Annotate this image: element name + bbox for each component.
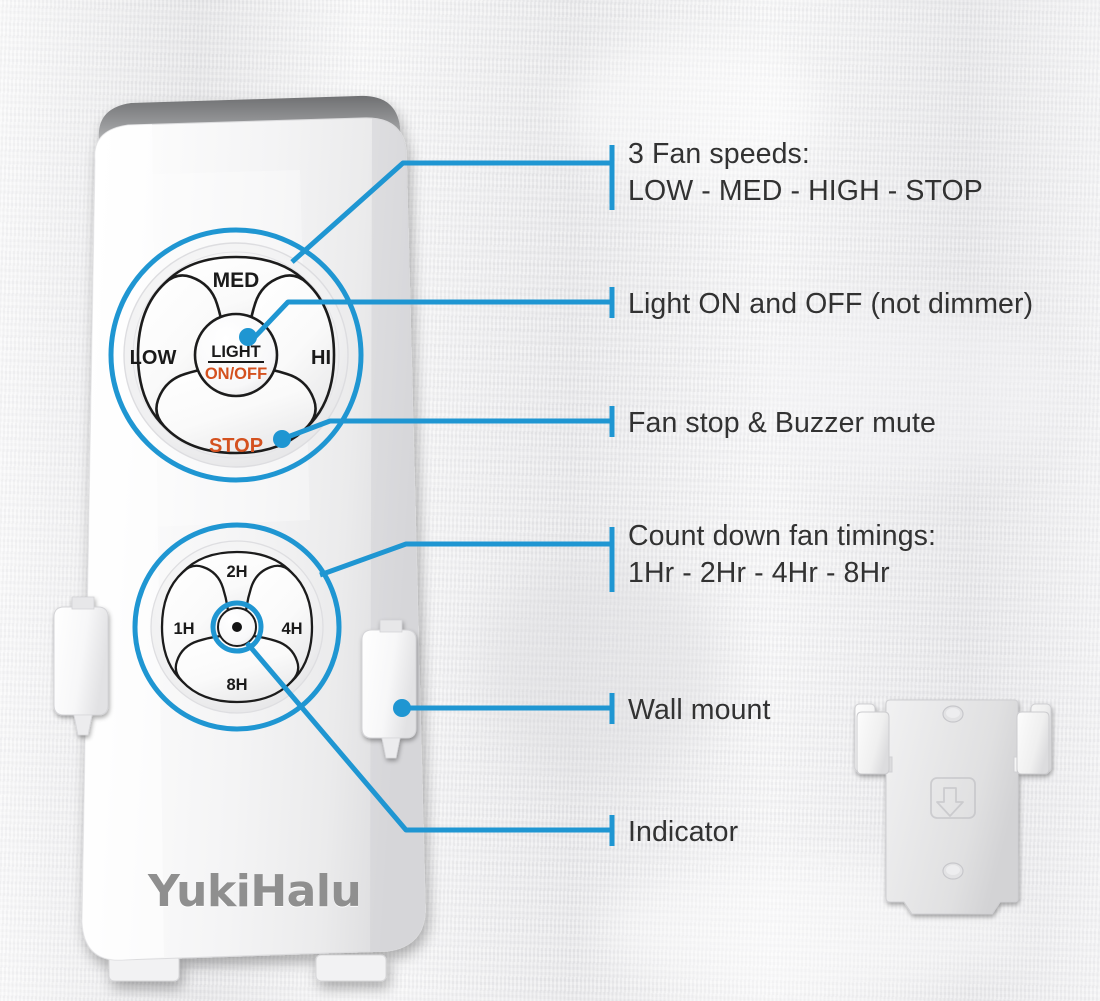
- timer-cluster: 2H 1H 4H 8H: [150, 540, 324, 714]
- remote-clip-left[interactable]: [53, 596, 109, 736]
- callout-origin-dots: [239, 328, 411, 717]
- callout-label-fan-speeds: 3 Fan speeds: LOW - MED - HIGH - STOP: [628, 136, 983, 210]
- callout-label-light: Light ON and OFF (not dimmer): [628, 286, 1033, 323]
- timer-button-2h-label: 2H: [226, 563, 247, 581]
- callout-fan-stop-line1: Fan stop & Buzzer mute: [628, 407, 936, 439]
- timer-button-8h-label: 8H: [226, 676, 247, 694]
- callout-label-indicator: Indicator: [628, 814, 738, 851]
- wall-mount-clip-left[interactable]: [856, 711, 890, 775]
- indicator-led-dot: [232, 622, 242, 632]
- wall-mount-clip-right[interactable]: [1016, 711, 1050, 775]
- leader-line-indicator: [245, 641, 612, 833]
- fan-button-stop-label: STOP: [209, 435, 263, 457]
- callout-light-line1: Light ON and OFF (not dimmer): [628, 288, 1034, 320]
- remote-foot-right: [315, 954, 387, 982]
- leader-line-light: [250, 299, 612, 342]
- remote-clip-right[interactable]: [361, 619, 417, 759]
- callout-timings-line1: Count down fan timings:: [628, 520, 937, 552]
- fan-button-stop[interactable]: STOP: [155, 364, 317, 457]
- callout-label-wall-mount: Wall mount: [628, 692, 770, 729]
- highlight-ring-timer-cluster: [132, 522, 342, 732]
- wall-mount-emblem-icon: [930, 777, 976, 819]
- callout-label-timings: Count down fan timings: 1Hr - 2Hr - 4Hr …: [628, 518, 936, 592]
- fan-speed-cluster: MED LOW HI STOP LIGHT ON/OF: [123, 242, 349, 468]
- origin-dot-wall-mount: [393, 699, 411, 717]
- callout-leader-lines: [108, 160, 612, 833]
- remote-body-group: [81, 95, 426, 982]
- fan-button-med-label: MED: [213, 269, 260, 292]
- brand-wordmark: YukiHalu: [148, 866, 362, 917]
- callout-fan-speeds-line1: 3 Fan speeds:: [628, 138, 810, 170]
- highlight-ring-fan-cluster: [108, 227, 364, 483]
- timer-button-1h-label: 1H: [173, 620, 194, 638]
- fan-button-hi-label: HI: [311, 347, 331, 369]
- callout-indicator-line1: Indicator: [628, 816, 739, 848]
- leader-line-fan-speeds: [290, 160, 612, 264]
- leader-line-fan-stop: [284, 418, 612, 441]
- fan-cluster-pad-inner-ring: [132, 251, 340, 459]
- origin-dot-light: [239, 328, 257, 346]
- fan-button-low-label: LOW: [130, 347, 177, 369]
- highlight-ring-indicator: [210, 600, 264, 654]
- wall-mount-plate: [885, 699, 1019, 915]
- remote-right-shade: [362, 117, 426, 952]
- callout-timings-line2: 1Hr - 2Hr - 4Hr - 8Hr: [628, 557, 890, 590]
- origin-dot-fan-stop: [273, 430, 291, 448]
- timer-button-4h-label: 4H: [281, 620, 302, 638]
- indicator-led: [217, 607, 257, 647]
- wall-mount-bracket: [854, 699, 1052, 915]
- leader-line-timings: [319, 541, 612, 578]
- callout-wall-mount-line1: Wall mount: [628, 694, 771, 726]
- light-label-line1: LIGHT: [211, 343, 261, 361]
- callout-label-fan-stop: Fan stop & Buzzer mute: [628, 405, 936, 442]
- light-label-line2: ON/OFF: [205, 365, 267, 383]
- callout-fan-speeds-line2: LOW - MED - HIGH - STOP: [628, 175, 983, 208]
